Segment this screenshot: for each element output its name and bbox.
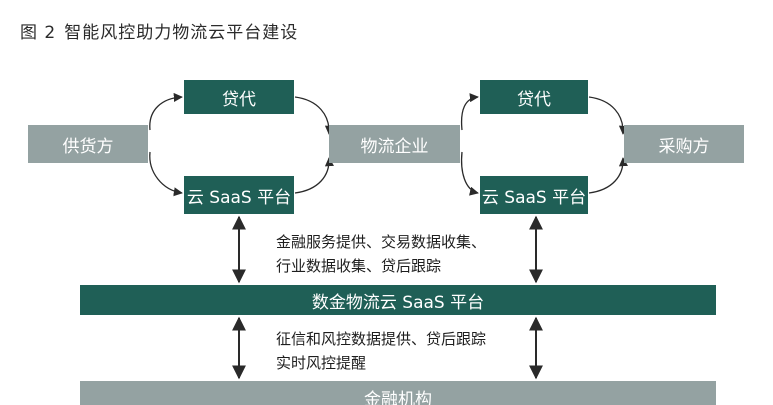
arrow-supplier-to-loan-agent-left <box>149 92 183 131</box>
node-supplier: 供货方 <box>28 125 148 163</box>
note-upper-line-1: 金融服务提供、交易数据收集、 <box>276 233 487 251</box>
node-platform: 数金物流云 SaaS 平台 <box>80 285 716 315</box>
note-upper-line-2: 行业数据收集、贷后跟踪 <box>276 257 442 275</box>
note-lower: 征信和风控数据提供、贷后跟踪 实时风控提醒 <box>276 327 486 375</box>
arrow-loan-agent-right-to-purchaser <box>588 96 628 135</box>
figure-title-text: 智能风控助力物流云平台建设 <box>64 23 299 43</box>
arrow-saas-left-to-logistics <box>294 157 334 194</box>
note-upper: 金融服务提供、交易数据收集、 行业数据收集、贷后跟踪 <box>276 230 486 278</box>
arrow-supplier-to-saas-left <box>149 151 183 197</box>
node-logistics: 物流企业 <box>329 125 460 163</box>
note-lower-line-2: 实时风控提醒 <box>276 354 367 372</box>
node-loan-agent-right: 贷代 <box>480 80 588 114</box>
arrow-loan-agent-left-to-logistics <box>294 96 334 135</box>
note-lower-line-1: 征信和风控数据提供、贷后跟踪 <box>276 330 487 348</box>
node-loan-agent-left: 贷代 <box>184 80 294 114</box>
figure-title: 图 2 智能风控助力物流云平台建设 <box>20 18 298 43</box>
arrow-saas-right-to-purchaser <box>588 157 628 194</box>
node-purchaser: 采购方 <box>624 125 744 163</box>
node-finance: 金融机构 <box>80 381 716 405</box>
arrow-logistics-to-saas-right <box>460 151 479 196</box>
figure-number: 图 2 <box>20 23 57 43</box>
node-saas-left: 云 SaaS 平台 <box>184 176 294 214</box>
node-saas-right: 云 SaaS 平台 <box>480 176 588 214</box>
arrow-logistics-to-loan-agent-right <box>460 93 479 131</box>
